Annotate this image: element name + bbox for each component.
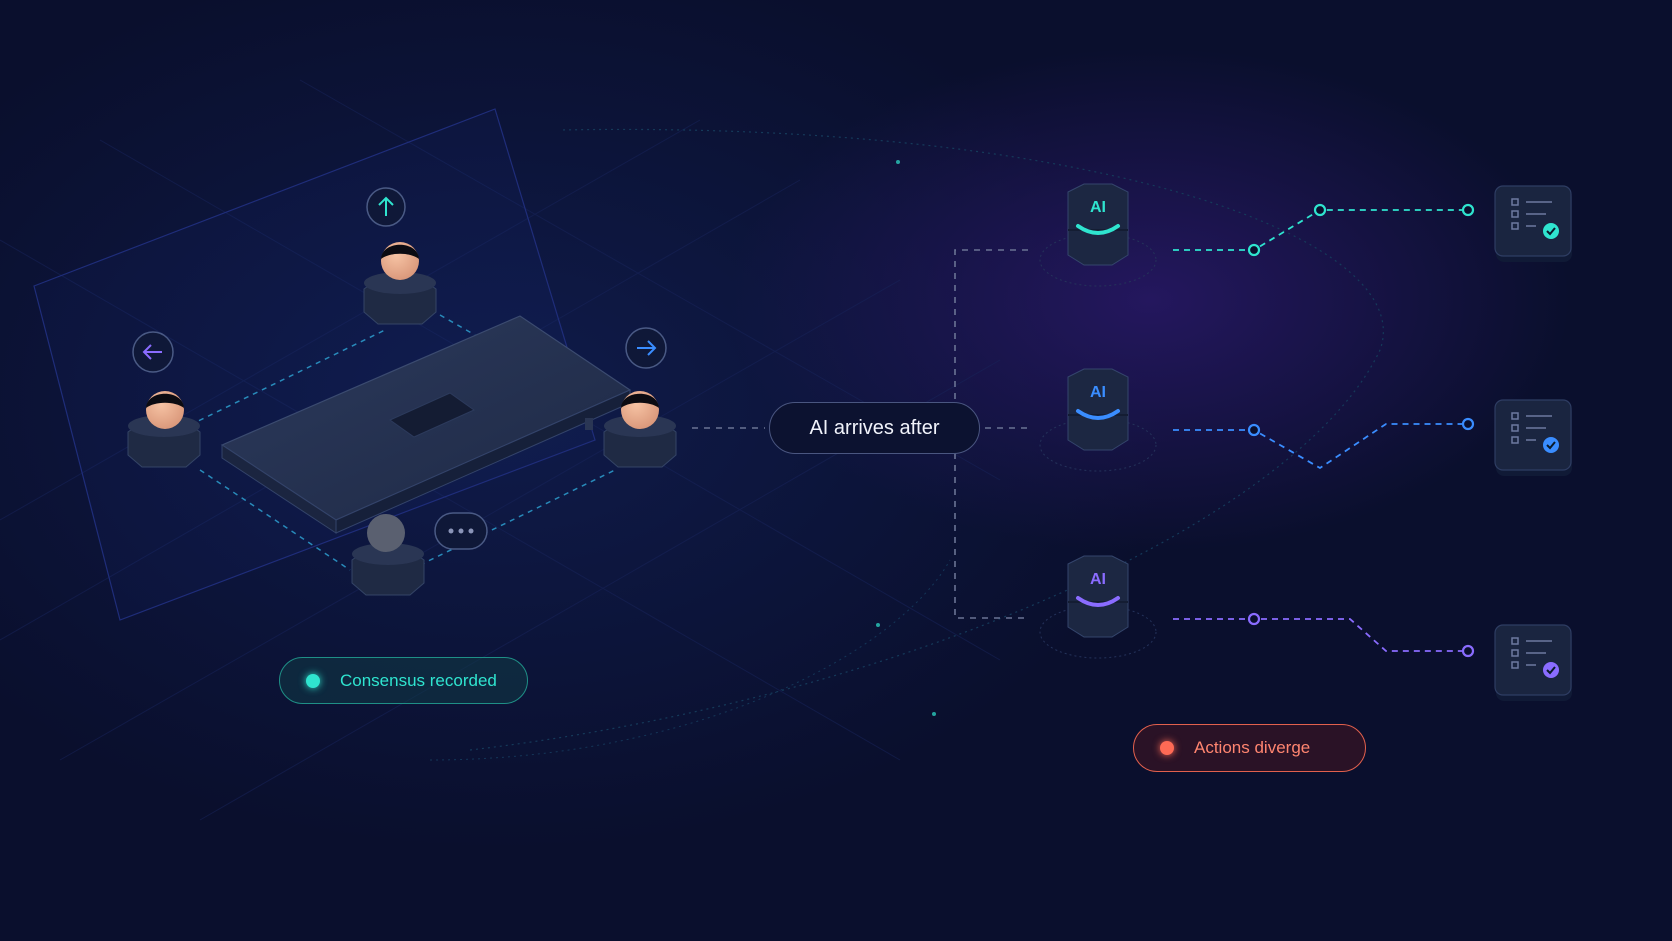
path-nodes <box>1247 203 1475 658</box>
consensus-text: Consensus recorded <box>340 670 497 690</box>
diverge-badge: Actions diverge <box>1133 724 1366 772</box>
svg-text:AI: AI <box>1090 571 1106 588</box>
status-dot-icon <box>1160 741 1174 755</box>
orbit-dot <box>896 160 900 164</box>
participant-left <box>127 331 201 468</box>
checklist-icon <box>1494 185 1572 262</box>
status-dot-icon <box>306 673 320 688</box>
diverge-text: Actions diverge <box>1194 738 1311 757</box>
svg-text:AI: AI <box>1090 199 1106 216</box>
action-path-purple <box>1173 618 1468 652</box>
arrow-up-icon <box>366 187 406 227</box>
action-path-teal <box>1173 209 1468 251</box>
arrow-left-icon <box>132 331 174 373</box>
participant-top <box>363 187 437 325</box>
participant-links <box>189 314 616 571</box>
ai-arrives-label: AI arrives after <box>769 402 980 454</box>
orbit-arc <box>429 559 951 761</box>
orbit-dot <box>876 623 880 627</box>
consensus-badge: Consensus recorded <box>279 657 528 704</box>
participant-right <box>603 327 677 468</box>
checklist-icon <box>1494 624 1572 701</box>
ellipsis-icon <box>434 512 488 550</box>
conference-table <box>220 315 632 534</box>
ai-arrives-text: AI arrives after <box>809 416 940 439</box>
orbit-arc <box>469 128 1384 751</box>
ai-agent-1: AI <box>1039 183 1157 287</box>
participant-bottom <box>351 512 488 596</box>
background-plane <box>33 108 596 621</box>
arrow-right-icon <box>625 327 667 369</box>
svg-text:AI: AI <box>1090 384 1106 401</box>
ai-agent-3: AI <box>1039 555 1157 659</box>
checklist-icon <box>1494 399 1572 476</box>
orbit-dot <box>932 712 936 716</box>
ai-agent-2: AI <box>1039 368 1157 472</box>
action-path-blue <box>1173 423 1468 470</box>
